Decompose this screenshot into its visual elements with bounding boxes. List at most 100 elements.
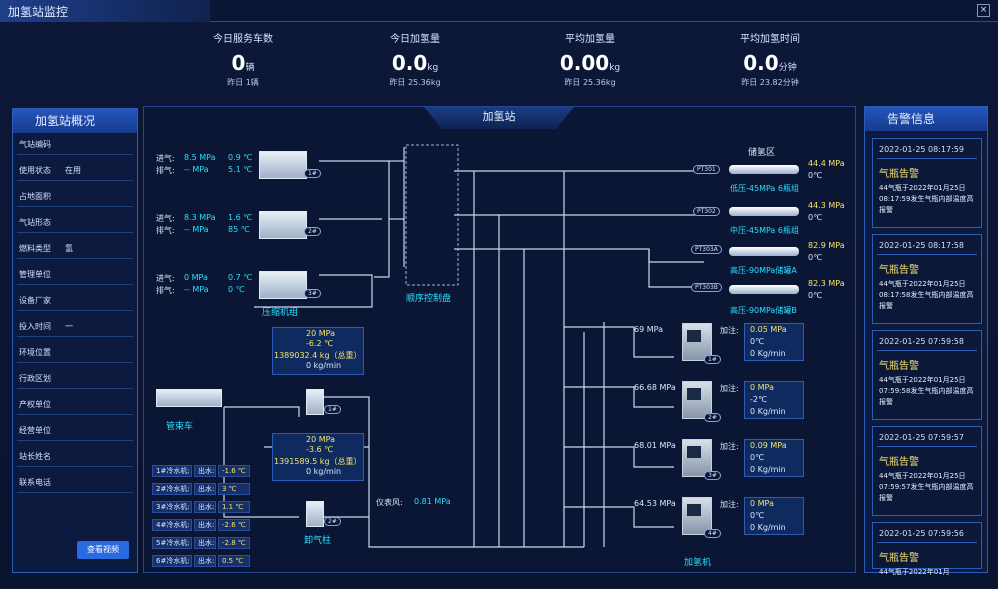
alarm-description: 44气瓶于2022年01月25日08:17:59发生气瓶内部温度高报警 (879, 184, 974, 214)
compressor-in-label: 进气: (156, 214, 175, 223)
compressor-out-label: 排气: (156, 286, 175, 295)
chiller-name: 1#冷水机: (152, 465, 192, 477)
instrument-air-label: 仪表风: (376, 498, 403, 507)
unload-post-2[interactable] (306, 501, 324, 527)
overview-row: 环境位置 (13, 343, 137, 363)
storage-tank-high-a[interactable] (729, 247, 799, 256)
trailer-info-box-1 (272, 327, 364, 375)
stat-value: 0辆 (231, 51, 255, 75)
overview-row: 气站编码 (13, 135, 137, 155)
overview-key: 投入时间 (19, 322, 51, 331)
station-diagram: 加氢站 (143, 106, 856, 573)
chiller-val: 0.5 ℃ (218, 555, 250, 567)
dispenser-unit[interactable] (682, 497, 712, 535)
trailer-pressure: 20 MPa (306, 329, 335, 338)
bank-pressure: 82.3 MPa (808, 279, 845, 288)
stat-sub: 昨日 1辆 (227, 78, 259, 87)
unload-post-1[interactable] (306, 389, 324, 415)
dispenser-value-box (744, 439, 804, 477)
storage-tank-low[interactable] (729, 165, 799, 174)
dispenser-unit[interactable] (682, 323, 712, 361)
stat-value: 0.0kg (391, 51, 439, 75)
bank-tag: PT302 (693, 207, 720, 216)
dispenser-fill-temp: -2℃ (750, 395, 767, 404)
dispenser-fill-label: 加注: (720, 442, 739, 451)
dispenser-tag: 2# (704, 413, 721, 422)
stat-label: 今日加氢量 (390, 34, 440, 45)
stat-avg-time: 平均加氢时间 0.0分钟 昨日 23.82分钟 (705, 30, 835, 88)
compressor-in-value: 8.5 MPa (184, 153, 216, 162)
overview-key: 气站编码 (19, 140, 51, 149)
trailer-temp: -3.6 ℃ (306, 445, 334, 454)
dispenser-screen (687, 446, 701, 458)
compressor-in-label: 进气: (156, 154, 175, 163)
compressor-in-temp: 0.7 ℃ (228, 273, 253, 282)
alarm-time: 2022-01-25 07:59:57 (879, 433, 964, 442)
dispenser-fill-pressure: 0.09 MPa (750, 441, 787, 450)
row-divider (17, 466, 133, 467)
overview-value: 氢 (65, 244, 73, 253)
overview-row: 经营单位 (13, 421, 137, 441)
overview-row: 站长姓名 (13, 447, 137, 467)
tube-trailer[interactable] (156, 389, 222, 407)
bank-temp: 0℃ (808, 253, 823, 262)
row-divider (17, 284, 133, 285)
close-button[interactable]: × (977, 4, 990, 17)
unload-tag: 1# (324, 405, 341, 414)
dispenser-unit[interactable] (682, 381, 712, 419)
dispenser-pressure: 69 MPa (634, 325, 663, 334)
unload-tag: 2# (324, 517, 341, 526)
trailer-flow: 0 kg/min (306, 361, 342, 370)
instrument-air-value: 0.81 MPa (414, 497, 451, 506)
overview-value: 一 (65, 322, 73, 331)
overview-row: 管理单位 (13, 265, 137, 285)
alarm-divider (877, 542, 977, 543)
compressor-3[interactable] (259, 271, 307, 299)
trailer-flow: 0 kg/min (306, 467, 342, 476)
storage-tank-mid[interactable] (729, 207, 799, 216)
stat-label: 平均加氢时间 (740, 34, 800, 45)
dispenser-fill-flow: 0 Kg/min (750, 465, 786, 474)
chiller-name: 2#冷水机: (152, 483, 192, 495)
alarm-type: 气瓶告警 (879, 265, 919, 276)
chiller-val: 1.1 ℃ (218, 501, 250, 513)
overview-row: 行政区划 (13, 369, 137, 389)
chiller-val: -2.8 ℃ (218, 537, 250, 549)
view-video-button[interactable]: 查看视频 (77, 541, 129, 559)
alarm-time: 2022-01-25 08:17:59 (879, 145, 964, 154)
row-divider (17, 180, 133, 181)
compressor-out-value: -- MPa (184, 285, 209, 294)
stat-service-count: 今日服务车数 0辆 昨日 1辆 (178, 30, 308, 88)
alarm-type: 气瓶告警 (879, 553, 919, 564)
dispenser-value-box (744, 497, 804, 535)
alarm-divider (877, 158, 977, 159)
dispenser-fill-flow: 0 Kg/min (750, 349, 786, 358)
compressor-out-temp: 5.1 ℃ (228, 165, 253, 174)
row-divider (17, 414, 133, 415)
compressor-2[interactable] (259, 211, 307, 239)
chiller-out: 出水: (194, 555, 216, 567)
storage-area-label: 储氢区 (748, 148, 776, 158)
overview-key: 经营单位 (19, 426, 51, 435)
chiller-name: 3#冷水机: (152, 501, 192, 513)
dispenser-screen (687, 388, 701, 400)
compressor-tag: 1# (304, 169, 321, 178)
storage-tank-high-b[interactable] (729, 285, 799, 294)
dispenser-fill-label: 加注: (720, 500, 739, 509)
overview-title: 加氢站概况 (13, 109, 137, 133)
overview-row: 使用状态在用 (13, 161, 137, 181)
alarm-type: 气瓶告警 (879, 457, 919, 468)
alarm-title: 告警信息 (865, 107, 987, 131)
dispenser-unit[interactable] (682, 439, 712, 477)
stat-value: 0.00kg (559, 51, 621, 75)
stat-label: 平均加氢量 (565, 34, 615, 45)
dispenser-fill-pressure: 0 MPa (750, 499, 774, 508)
overview-row: 燃料类型氢 (13, 239, 137, 259)
row-divider (17, 206, 133, 207)
compressor-1[interactable] (259, 151, 307, 179)
